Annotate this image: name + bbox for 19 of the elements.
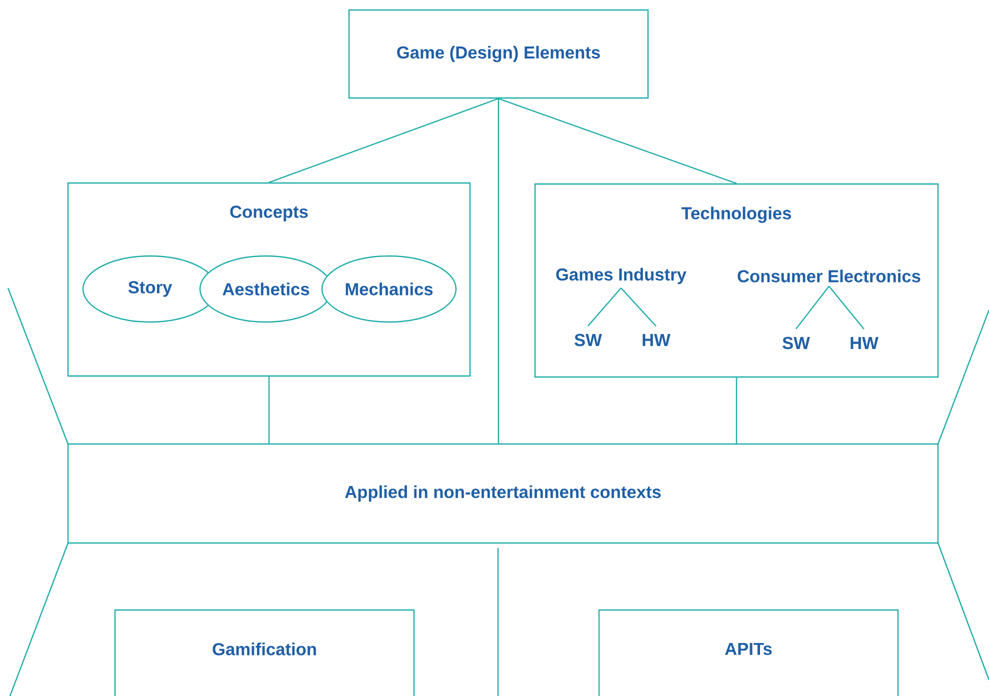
context-bar: Applied in non-entertainment contexts — [67, 443, 939, 544]
category-label: HW — [642, 334, 670, 346]
category-label: HW — [850, 337, 878, 349]
connector-line — [498, 98, 500, 444]
connector-line — [828, 286, 864, 330]
connector-line — [796, 286, 830, 330]
category-label: SW — [782, 336, 810, 350]
connector-line — [498, 98, 737, 184]
category-label: SW — [574, 334, 602, 346]
connector-line — [268, 376, 270, 444]
connector-line — [620, 288, 656, 326]
category-label: Games Industry — [556, 268, 686, 284]
connector-line — [736, 378, 738, 444]
application-box: APITs — [598, 609, 899, 696]
title-box: Game (Design) Elements — [348, 9, 649, 99]
application-box: Gamification — [114, 609, 415, 696]
connector-line — [588, 288, 622, 326]
category-label: Consumer Electronics — [738, 270, 920, 282]
connector-line — [268, 98, 499, 183]
